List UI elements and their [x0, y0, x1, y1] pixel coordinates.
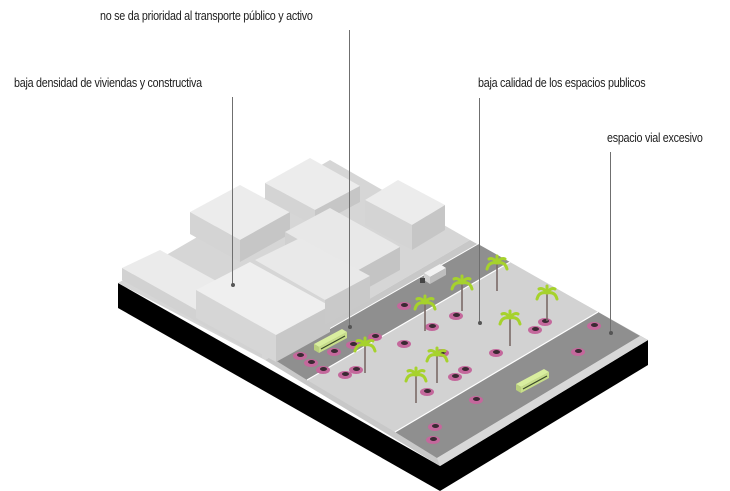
- median: [307, 262, 598, 432]
- car: [397, 302, 411, 310]
- palm-tree: [450, 274, 474, 311]
- truck: [420, 264, 446, 284]
- leader-dot-density: [230, 283, 235, 287]
- car: [304, 359, 318, 367]
- car: [428, 423, 442, 431]
- annotation-transport: no se da prioridad al transporte público…: [100, 9, 313, 23]
- leader-dot-road-space: [608, 331, 613, 335]
- sidewalk-edge: [437, 336, 648, 466]
- car: [425, 323, 439, 331]
- leader-dot-transport: [347, 325, 352, 329]
- car: [571, 348, 585, 356]
- leader-dot-public-space: [477, 321, 482, 325]
- car: [489, 349, 503, 357]
- car: [327, 348, 341, 356]
- car: [420, 388, 434, 396]
- palm-tree: [425, 346, 449, 383]
- annotation-road-space: espacio vial excesivo: [607, 131, 703, 145]
- buildings: [122, 158, 445, 362]
- leader-line-density: [232, 97, 233, 285]
- palm-tree: [413, 294, 437, 331]
- car: [458, 366, 472, 374]
- car: [528, 326, 542, 334]
- palm-tree: [498, 309, 522, 346]
- annotation-public-space: baja calidad de los espacios publicos: [478, 76, 646, 90]
- car: [449, 312, 463, 320]
- leader-line-transport: [349, 30, 350, 327]
- car: [587, 322, 601, 330]
- leader-line-road-space: [610, 152, 611, 333]
- car: [448, 373, 462, 381]
- annotation-density: baja densidad de viviendas y constructiv…: [14, 76, 202, 90]
- palm-tree: [535, 284, 559, 321]
- base-slab: [118, 283, 648, 491]
- bus: [516, 369, 549, 393]
- palm-tree: [404, 366, 428, 403]
- car: [426, 436, 440, 444]
- car: [349, 366, 363, 374]
- palm-tree: [485, 254, 509, 291]
- car: [316, 366, 330, 374]
- car: [293, 352, 307, 360]
- car: [538, 318, 552, 326]
- palm-tree: [353, 336, 377, 373]
- car: [338, 371, 352, 379]
- car: [397, 340, 411, 348]
- bus: [314, 329, 347, 353]
- car: [469, 396, 483, 404]
- leader-line-public-space: [479, 98, 480, 323]
- road-upper: [275, 244, 510, 380]
